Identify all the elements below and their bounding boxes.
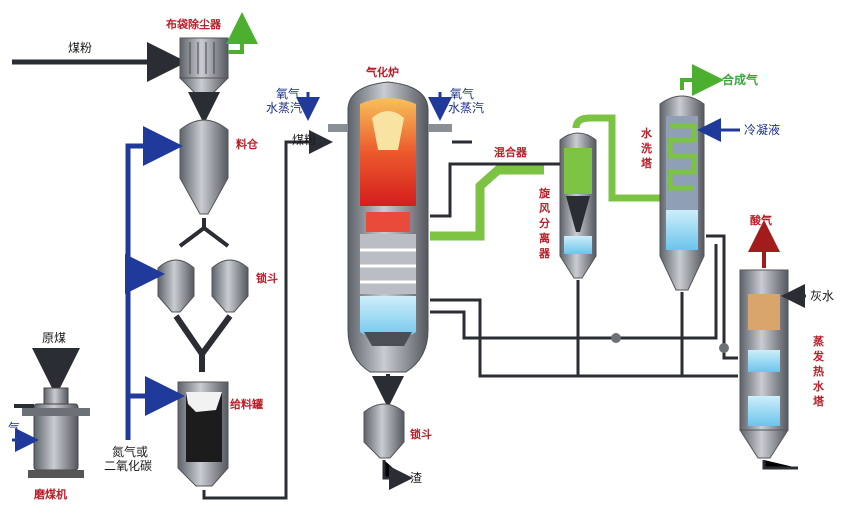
oxygen-steam-left-line1: 氧气 bbox=[276, 87, 301, 101]
scrubber-to-evaporator-line bbox=[706, 234, 738, 360]
slag-label: 渣 bbox=[410, 471, 423, 485]
acid-gas-label: 酸气 bbox=[750, 214, 772, 227]
feed-tank-vessel bbox=[177, 381, 229, 487]
evaporator-drain-line bbox=[762, 460, 798, 470]
scrubber-label: 水洗塔 bbox=[641, 127, 652, 170]
syngas-label: 合成气 bbox=[722, 73, 759, 87]
coal-mill-machine bbox=[22, 387, 90, 478]
feed-tank-outlet-line bbox=[202, 130, 333, 500]
gas-left-label: 气 bbox=[8, 421, 21, 435]
coal-mill-label: 磨煤机 bbox=[34, 488, 67, 501]
n2-co2-label-line2: 二氧化碳 bbox=[104, 459, 153, 473]
ash-water-label: 灰水 bbox=[810, 289, 835, 303]
lock-hopper-left-vessel bbox=[157, 259, 195, 313]
cyclone-separator-label: 旋风分离器 bbox=[539, 187, 550, 260]
bag-filter-label: 布袋除尘器 bbox=[166, 18, 221, 31]
n2-co2-supply-line bbox=[125, 126, 183, 440]
cyclone-separator-vessel bbox=[559, 132, 597, 279]
bag-filter-vessel bbox=[178, 37, 230, 99]
slag-out-line bbox=[382, 460, 413, 490]
condensate-label: 冷凝液 bbox=[744, 123, 781, 137]
oxygen-steam-left-line2: 水蒸汽 bbox=[266, 101, 303, 115]
pump-2 bbox=[719, 343, 729, 353]
lock-hopper-top-label: 锁斗 bbox=[256, 272, 278, 285]
bin-split-lines bbox=[178, 218, 230, 248]
lock-hopper-right-vessel bbox=[211, 259, 249, 313]
coal-powder-burner-label: 煤粉 bbox=[292, 133, 317, 147]
coal-bin-vessel bbox=[179, 119, 229, 215]
hoppers-merge-lines bbox=[173, 314, 233, 372]
cyclone-to-scrubber-line bbox=[572, 114, 660, 202]
evaporative-heater-vessel bbox=[739, 269, 789, 459]
gasifier-label: 气化炉 bbox=[366, 66, 399, 79]
evaporative-heater-label: 蒸发热水塔 bbox=[813, 335, 824, 408]
bottoms-return-line bbox=[430, 244, 718, 340]
pump-1 bbox=[611, 333, 621, 343]
gasifier-vessel bbox=[347, 81, 429, 373]
feed-tank-label: 给料罐 bbox=[230, 398, 263, 411]
scrubber-vessel bbox=[659, 95, 705, 291]
lock-hopper-bottom-label: 锁斗 bbox=[410, 428, 432, 441]
bin-label: 料仓 bbox=[236, 138, 258, 151]
slag-lock-hopper-vessel bbox=[363, 403, 405, 459]
raw-coal-label: 原煤 bbox=[42, 331, 67, 345]
oxygen-steam-right-line1: 氧气 bbox=[450, 87, 475, 101]
gasifier-to-scrubber-line bbox=[430, 162, 560, 218]
n2-co2-label-line1: 氮气或 bbox=[112, 445, 149, 459]
mixer-label: 混合器 bbox=[494, 146, 527, 159]
oxygen-steam-right-line2: 水蒸汽 bbox=[448, 101, 485, 115]
syngas-to-mixer-line bbox=[430, 165, 544, 241]
syngas-out-line bbox=[680, 64, 724, 96]
gasifier-to-evaporator-line bbox=[430, 298, 738, 378]
coal-powder-input-label: 煤粉 bbox=[68, 41, 93, 55]
bag-filter-vent-line bbox=[226, 12, 258, 54]
